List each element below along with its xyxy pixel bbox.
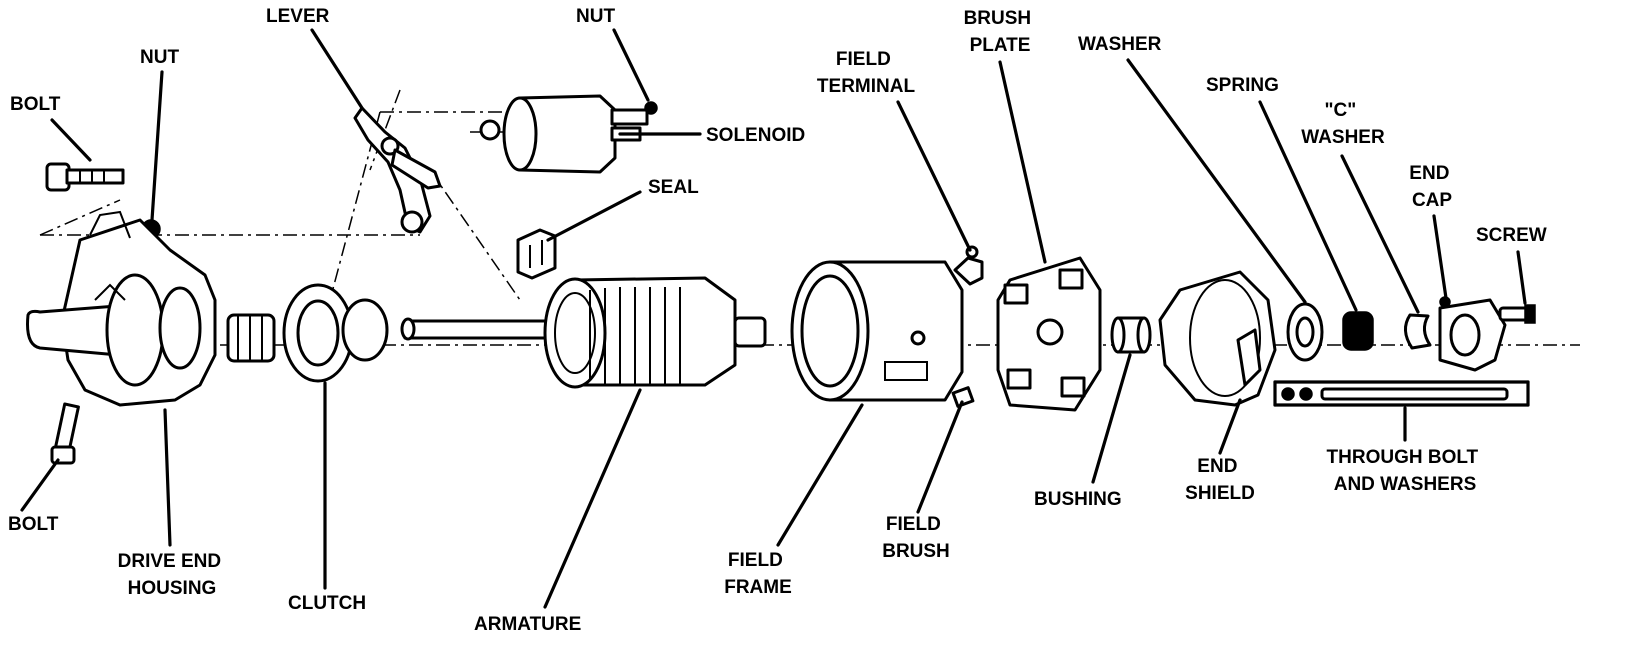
- washer-part: [1286, 302, 1324, 362]
- leader-field-frame: [776, 403, 864, 547]
- label-through-bolt: THROUGH BOLT AND WASHERS: [1327, 447, 1484, 495]
- leader-washer: [1126, 58, 1307, 304]
- leader-screw: [1516, 250, 1527, 305]
- label-field-brush: FIELD BRUSH: [882, 514, 950, 562]
- leader-armature: [543, 388, 642, 609]
- armature-part: [400, 276, 767, 389]
- leader-seal: [546, 190, 642, 242]
- label-nut-left: NUT: [140, 47, 179, 68]
- leader-end-cap: [1432, 214, 1448, 300]
- end-shield-part: [1158, 270, 1277, 407]
- label-brush-plate: BRUSH PLATE: [964, 8, 1037, 56]
- leader-drive-end-housing: [163, 408, 172, 547]
- label-field-terminal: FIELD TERMINAL: [817, 49, 916, 97]
- c-washer-part: [1404, 313, 1432, 350]
- label-end-cap: END CAP: [1409, 163, 1454, 211]
- label-bolt-bottom: BOLT: [8, 514, 59, 535]
- label-washer: WASHER: [1078, 34, 1162, 55]
- leader-nut-left: [150, 70, 164, 222]
- spring-part: [1342, 311, 1374, 351]
- leader-field-terminal: [896, 100, 972, 252]
- brush-plate-part: [996, 256, 1102, 412]
- label-field-frame: FIELD FRAME: [724, 550, 792, 598]
- seal-part: [516, 228, 557, 280]
- screw-part: [1498, 304, 1536, 324]
- bushing-part: [1110, 316, 1152, 354]
- label-spring: SPRING: [1206, 75, 1279, 96]
- label-bolt-top: BOLT: [10, 94, 61, 115]
- leader-c-washer: [1340, 154, 1420, 314]
- leader-brush-plate: [998, 60, 1047, 264]
- field-frame-part: [790, 260, 964, 402]
- through-bolt-part: [1273, 380, 1530, 407]
- label-drive-end-housing: DRIVE END HOUSING: [118, 551, 227, 599]
- label-clutch: CLUTCH: [288, 593, 366, 614]
- leader-spring: [1258, 100, 1358, 312]
- clutch-part: [226, 283, 389, 383]
- bolt-bottom-part: [50, 402, 80, 465]
- label-armature: ARMATURE: [474, 614, 581, 635]
- leader-field-brush: [916, 400, 964, 514]
- field-brush-part: [951, 386, 975, 408]
- label-lever: LEVER: [266, 6, 330, 27]
- leader-bolt-bottom: [20, 458, 60, 512]
- label-screw: SCREW: [1476, 225, 1547, 246]
- leader-nut-top: [612, 28, 650, 102]
- lever-part: [353, 106, 442, 234]
- label-c-washer: "C" WASHER: [1301, 100, 1385, 148]
- field-terminal-part: [953, 245, 984, 286]
- drive-end-housing-part: [26, 210, 217, 407]
- end-cap-part: [1438, 296, 1507, 372]
- leader-lever: [310, 28, 364, 110]
- leader-end-shield: [1218, 398, 1242, 455]
- part-labels: BOLT NUT LEVER NUT SOLENOID SEAL FIELD T…: [8, 6, 1547, 635]
- leader-bolt-top: [50, 118, 92, 162]
- leader-bushing: [1091, 353, 1132, 484]
- label-bushing: BUSHING: [1034, 489, 1122, 510]
- label-seal: SEAL: [648, 177, 699, 198]
- label-nut-top: NUT: [576, 6, 615, 27]
- bolt-top-part: [45, 162, 125, 192]
- label-end-shield: END SHIELD: [1185, 456, 1255, 504]
- leader-lines: [20, 28, 1527, 609]
- label-solenoid: SOLENOID: [706, 125, 805, 146]
